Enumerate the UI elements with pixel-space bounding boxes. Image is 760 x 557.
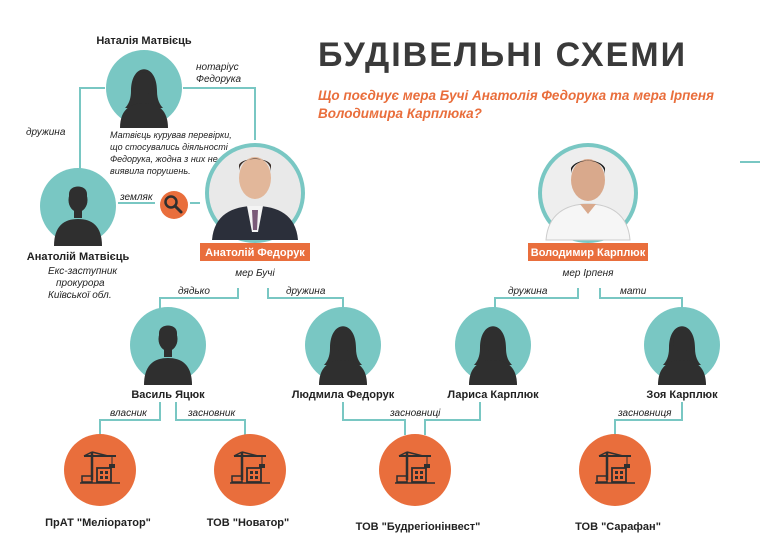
relation-zasnovnytsia: засновниця — [617, 408, 672, 419]
name-badge-fedoruk: Анатолій Федорук — [200, 243, 310, 261]
note-line-4: виявила порушень. — [110, 166, 191, 176]
company-meliorator — [64, 434, 136, 506]
person-name-zoia: Зоя Карплюк — [646, 389, 718, 401]
company-name-sarafan: ТОВ "Сарафан" — [575, 521, 661, 533]
avatar-fedoruk — [205, 143, 305, 243]
person-name-vasyl: Василь Яцюк — [131, 389, 205, 401]
person-desc-2: прокурора — [56, 278, 105, 289]
relation-notary-1: нотаріус — [196, 62, 239, 73]
person-role-karpliuk: мер Ірпеня — [562, 268, 614, 279]
person-desc-3: Київської обл. — [48, 289, 112, 301]
relation-wife-left: дружина — [26, 127, 66, 138]
note-line-1: Матвієць курував перевірки, — [110, 130, 232, 140]
avatar-vasyl — [130, 307, 206, 385]
company-name-novator: ТОВ "Новатор" — [207, 517, 290, 529]
avatar-zoia — [644, 307, 720, 385]
relation-zemliak: земляк — [119, 192, 154, 203]
name-badge-karpliuk: Володимир Карплюк — [528, 243, 648, 261]
person-name-karpliuk: Володимир Карплюк — [531, 247, 646, 259]
avatar-karpliuk — [538, 143, 638, 243]
person-name-liudmyla: Людмила Федорук — [292, 389, 395, 401]
relation-diadko: дядько — [178, 286, 210, 297]
relation-notary-2: Федорука — [196, 74, 241, 85]
company-name-budregion: ТОВ "Будрегіонінвест" — [356, 521, 481, 533]
relation-maty: мати — [620, 286, 647, 297]
relation-zasnovnytsi: засновниці — [389, 408, 441, 419]
avatar-larysa — [455, 307, 531, 385]
person-role-fedoruk: мер Бучі — [235, 268, 275, 279]
subtitle-line-2: Володимира Карплюка? — [318, 106, 482, 121]
person-name-fedoruk: Анатолій Федорук — [205, 247, 305, 259]
avatar-natalia — [106, 50, 182, 128]
relation-druzhyna-karpliuk: дружина — [508, 286, 548, 297]
person-name-larysa: Лариса Карплюк — [447, 389, 539, 401]
note-line-2: що стосувались діяльності — [110, 142, 229, 152]
company-name-meliorator: ПрАТ "Меліоратор" — [45, 517, 151, 529]
avatar-anatolii-matviiets — [40, 168, 116, 246]
relation-druzhyna-fedoruk: дружина — [286, 286, 326, 297]
avatar-liudmyla — [305, 307, 381, 385]
page-title: БУДІВЕЛЬНІ СХЕМИ — [318, 36, 687, 74]
company-novator — [214, 434, 286, 506]
connector-lines — [79, 87, 760, 435]
person-name-anatolii-matviiets: Анатолій Матвієць — [27, 251, 130, 263]
magnifier-icon — [160, 191, 188, 219]
company-budregion — [379, 434, 451, 506]
relation-zasnovnyk: засновник — [187, 408, 236, 419]
subtitle-line-1: Що поєднує мера Бучі Анатолія Федорука т… — [318, 88, 714, 103]
company-sarafan — [579, 434, 651, 506]
person-desc-1: Екс-заступник — [48, 266, 118, 277]
relation-vlasnyk: власник — [110, 408, 148, 419]
note-line-3: Федорука, жодна з них не — [110, 154, 218, 164]
person-name-natalia: Наталія Матвієць — [96, 35, 192, 47]
